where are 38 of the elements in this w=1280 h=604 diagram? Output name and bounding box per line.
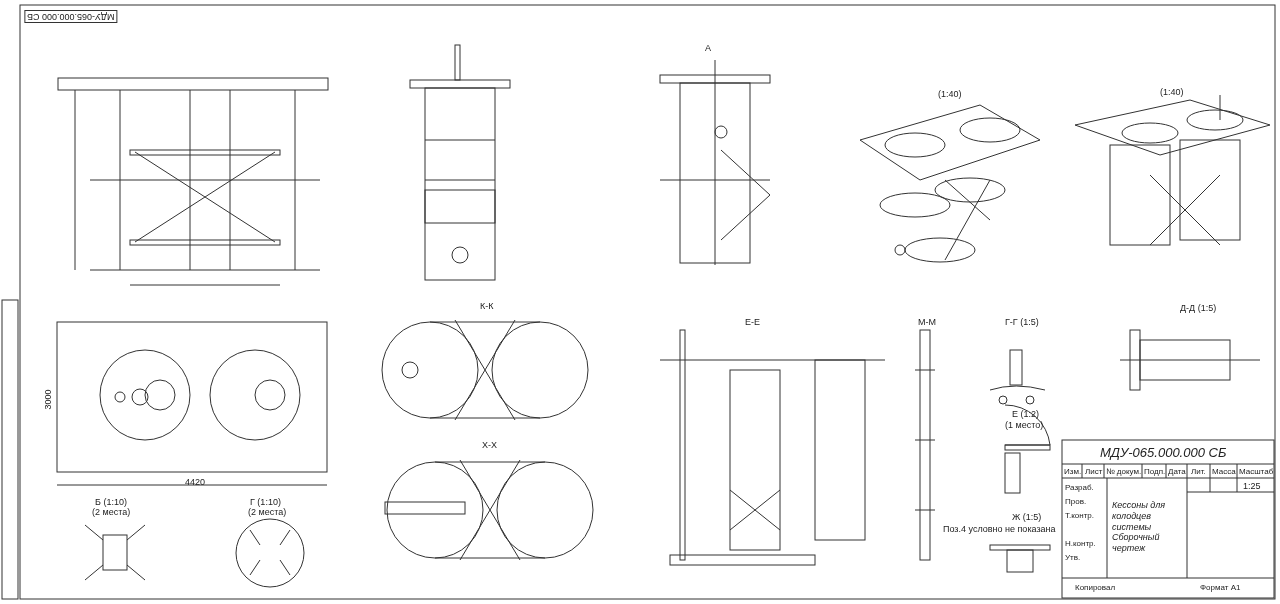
column-heading: Изм. <box>1064 468 1082 476</box>
scale-label: (1:40) <box>1160 88 1184 97</box>
column-heading: № докум. <box>1106 468 1142 476</box>
column-heading: Масса <box>1212 468 1236 476</box>
row-heading: Н.контр. <box>1065 540 1096 548</box>
dimension-text: 4420 <box>185 478 206 487</box>
column-heading: Масштаб <box>1239 468 1274 476</box>
scale-value: 1:25 <box>1243 482 1261 491</box>
view-title: А <box>705 44 711 53</box>
detail-note: (2 места) <box>248 508 287 517</box>
column-heading: Лист <box>1085 468 1103 476</box>
detail-title: Б (1:10) <box>95 498 127 507</box>
section-title: Х-Х <box>482 441 497 450</box>
detail-note: (2 места) <box>92 508 131 517</box>
footer-text: Копировал <box>1075 584 1116 592</box>
detail-title: Д-Д (1:5) <box>1180 304 1217 313</box>
row-heading: Разраб. <box>1065 484 1094 492</box>
row-heading: Утв. <box>1065 554 1081 562</box>
detail-note: Поз.4 условно не показана <box>943 525 1056 534</box>
column-heading: Лит. <box>1191 468 1206 476</box>
section-title: М-М <box>918 318 936 327</box>
drawing-number: МДУ-065.000.000 СБ <box>24 10 118 23</box>
row-heading: Т.контр. <box>1065 512 1094 520</box>
dimension-text: 3000 <box>43 389 53 410</box>
section-title: Е-Е <box>745 318 760 327</box>
section-title: К-К <box>480 302 494 311</box>
detail-title: Г (1:10) <box>250 498 281 507</box>
footer-text: Формат A1 <box>1200 584 1241 592</box>
detail-title: Е (1:2) <box>1012 410 1039 419</box>
detail-title: Г-Г (1:5) <box>1005 318 1039 327</box>
row-heading: Пров. <box>1065 498 1087 506</box>
column-heading: Дата <box>1168 468 1186 476</box>
detail-title: Ж (1:5) <box>1012 513 1042 522</box>
detail-note: (1 место) <box>1005 421 1044 430</box>
drawing-number: МДУ-065.000.000 СБ <box>1100 446 1227 459</box>
drawing-title: Кессоны для колодцев системы Сборочный чертеж <box>1112 500 1167 554</box>
scale-label: (1:40) <box>938 90 962 99</box>
column-heading: Подп. <box>1144 468 1166 476</box>
